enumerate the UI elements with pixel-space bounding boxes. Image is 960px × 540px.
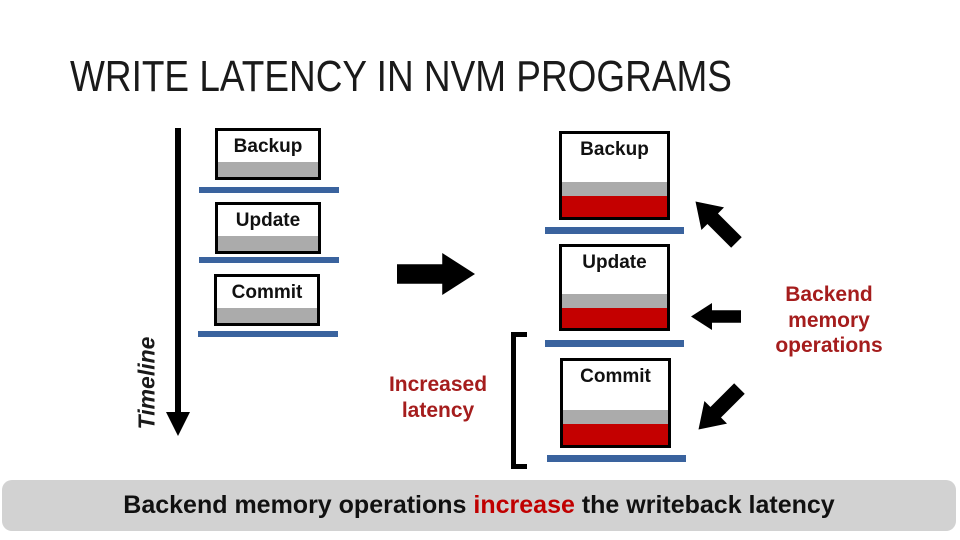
blue-underline [198,331,338,337]
gray-band [218,236,318,251]
right-commit-label: Commit [580,366,651,387]
left-update-label: Update [235,210,301,231]
blue-underline [547,455,686,462]
gray-band [562,182,667,196]
increased-latency-note: Increased latency [388,373,488,422]
gray-band [563,409,668,424]
backend-operations-note: Backend memory operations [775,283,883,358]
left-backup-box: Backup [215,128,321,180]
blue-underline [199,187,339,193]
left-update-box: Update [215,202,321,254]
right-update-label: Update [582,252,647,273]
bracket-icon [511,332,527,469]
page-title: WRITE LATENCY IN NVM PROGRAMS [70,52,732,101]
timeline-arrowhead-icon [166,412,190,436]
summary-banner: Backend memory operations increase the w… [2,480,956,531]
right-update-box: Update [559,244,670,331]
gray-band [562,294,667,308]
right-backup-box: Backup [559,131,670,220]
gray-band [218,162,318,177]
box-spacer [562,161,667,182]
block-arrow-right-icon [397,253,475,295]
box-spacer [562,274,667,294]
blue-underline [545,340,684,347]
blue-underline [545,227,684,234]
right-backup-label: Backup [580,139,649,160]
banner-text-highlight: increase [473,491,575,519]
red-latency-band [562,196,667,217]
banner-text-suffix: the writeback latency [574,491,835,519]
block-arrow-up-left-icon [684,190,748,254]
left-commit-label: Commit [231,282,303,303]
red-latency-band [563,423,668,445]
left-commit-box: Commit [214,274,320,326]
blue-underline [199,257,339,263]
timeline-line [175,128,181,416]
red-latency-band [562,308,667,328]
gray-band [217,308,317,323]
box-spacer [563,388,668,410]
right-commit-box: Commit [560,358,671,448]
left-backup-label: Backup [233,136,303,157]
banner-text-prefix: Backend memory operations [123,491,474,519]
block-arrow-left-icon [691,303,741,330]
timeline-label: Timeline [133,336,160,430]
block-arrow-down-left-icon [687,377,751,441]
